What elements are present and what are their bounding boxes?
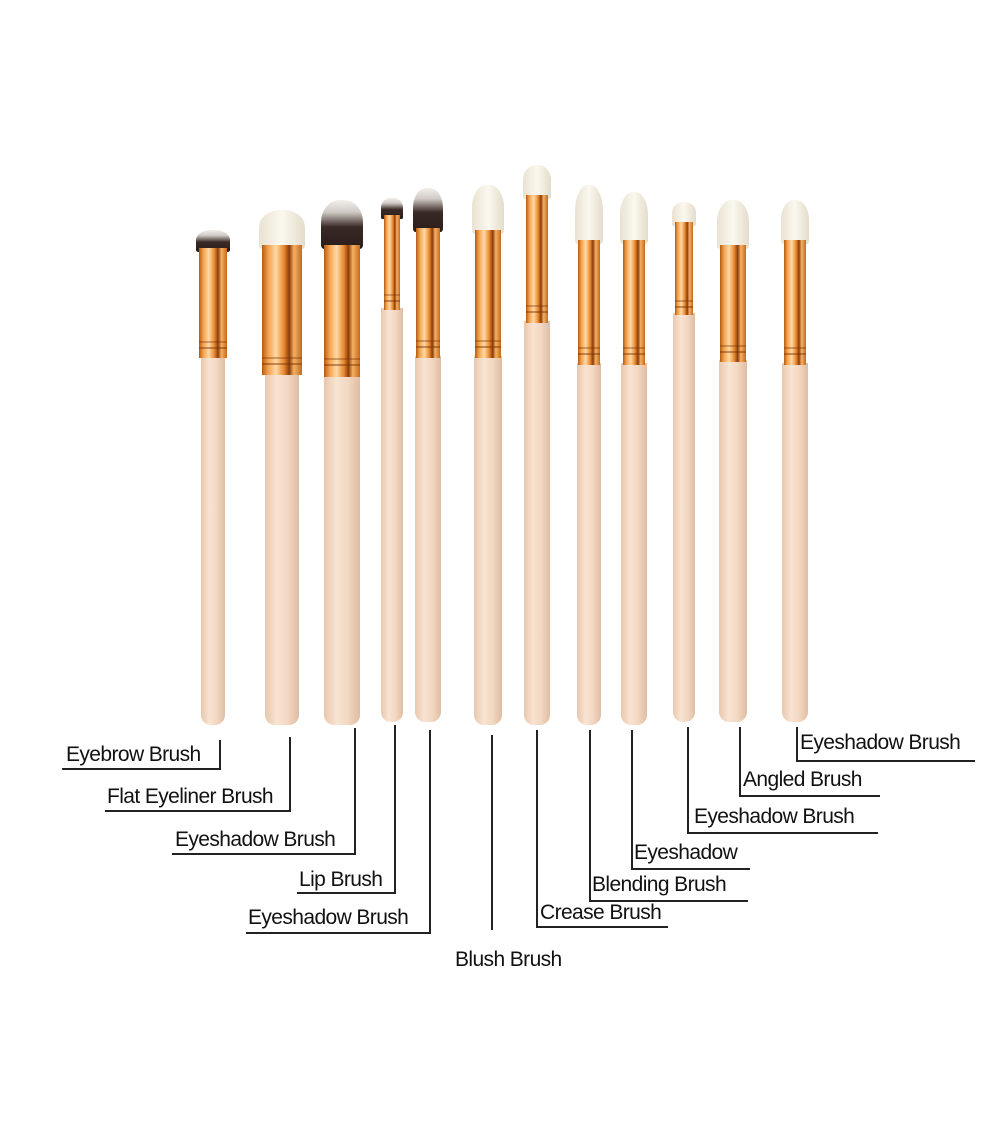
leader-underline [246, 932, 431, 934]
label-eyebrow-brush: Eyebrow Brush [66, 743, 201, 766]
brush-bristles [717, 200, 749, 249]
brush-handle [673, 313, 695, 722]
leader-line [739, 727, 741, 796]
brush-bristles [620, 192, 648, 244]
label-angled-brush: Angled Brush [743, 768, 862, 791]
leader-underline [796, 760, 975, 762]
leader-line [796, 727, 798, 761]
leader-line [687, 727, 689, 833]
label-flat-eyeliner-brush: Flat Eyeliner Brush [107, 785, 274, 808]
brush-bristles [259, 210, 305, 249]
brush-handle [577, 363, 601, 725]
leader-line [631, 730, 633, 869]
label-eyeshadow-brush-4: Eyeshadow Brush [694, 805, 855, 828]
leader-underline [536, 926, 668, 928]
brush-handle [201, 356, 225, 725]
brush-bristles [781, 200, 809, 244]
leader-underline [739, 795, 880, 797]
brush-bristles [575, 185, 603, 244]
brush-bristles [381, 198, 403, 219]
brush-handle [415, 356, 441, 722]
leader-underline [631, 868, 750, 870]
brush-bristles [413, 188, 443, 232]
brush-handle [621, 363, 647, 725]
brush-ferrule [578, 240, 600, 365]
brush-handle [381, 308, 403, 722]
leader-underline [62, 768, 221, 770]
label-crease-brush: Crease Brush [540, 901, 662, 924]
brush-handle [719, 360, 747, 722]
leader-line [429, 730, 431, 933]
brush-handle [474, 356, 502, 725]
brush-ferrule [675, 222, 693, 315]
leader-underline [687, 832, 878, 834]
brush-bristles [523, 165, 551, 199]
label-eyeshadow-3: Eyeshadow [634, 841, 738, 864]
brush-ferrule [262, 245, 302, 375]
leader-line [219, 740, 221, 769]
brush-handle [265, 373, 299, 725]
leader-underline [172, 853, 356, 855]
leader-underline [589, 900, 748, 902]
brush-ferrule [384, 215, 400, 310]
brush-ferrule [784, 240, 806, 365]
leader-underline [297, 892, 396, 894]
brush-bristles [196, 230, 230, 252]
leader-line [491, 735, 493, 930]
label-eyeshadow-brush-5: Eyeshadow Brush [800, 731, 961, 754]
leader-underline [105, 810, 291, 812]
brush-ferrule [475, 230, 501, 358]
leader-line [394, 725, 396, 893]
brush-handle [324, 375, 360, 725]
label-lip-brush: Lip Brush [299, 868, 383, 891]
brush-ferrule [199, 248, 227, 358]
brush-ferrule [324, 245, 360, 377]
leader-line [536, 730, 538, 927]
brush-ferrule [623, 240, 645, 365]
brush-bristles [472, 185, 504, 234]
leader-line [354, 728, 356, 854]
brush-handle [524, 321, 550, 725]
brush-bristles [321, 200, 363, 249]
brush-ferrule [526, 195, 548, 323]
label-blush-brush: Blush Brush [455, 948, 562, 971]
brush-handle [782, 363, 808, 722]
brush-ferrule [720, 245, 746, 362]
label-eyeshadow-brush-1: Eyeshadow Brush [175, 828, 336, 851]
label-eyeshadow-brush-2: Eyeshadow Brush [248, 906, 409, 929]
brush-ferrule [416, 228, 440, 358]
label-blending-brush: Blending Brush [592, 873, 727, 896]
leader-line [589, 730, 591, 901]
leader-line [289, 737, 291, 811]
